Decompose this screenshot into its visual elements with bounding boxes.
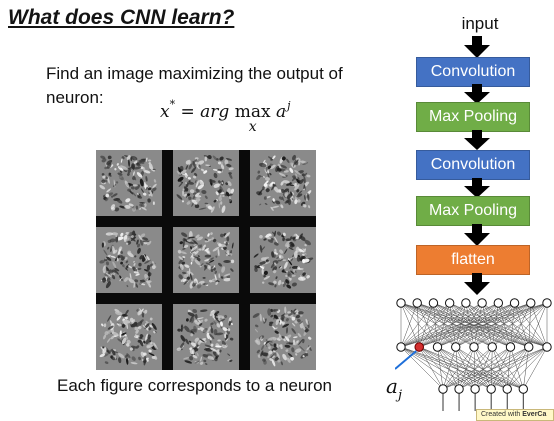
neuron-node (438, 384, 448, 394)
network-connections (400, 302, 548, 390)
watermark-prefix: Created with (481, 411, 521, 418)
neuron-node (477, 298, 487, 308)
layer-convolution-1: Convolution (416, 57, 530, 87)
layer-convolution-2: Convolution (416, 150, 530, 180)
formula-var: a (275, 102, 287, 122)
neuron-node (454, 384, 464, 394)
formula-lhs: x (160, 102, 170, 122)
caption-text: Each figure corresponds to a neuron (57, 376, 333, 395)
neuron-node (542, 298, 552, 308)
output-neuron-label: aj (386, 374, 402, 403)
neuron-node (509, 298, 520, 308)
neuron-node (428, 298, 439, 308)
neuron-node (486, 384, 496, 394)
pointer-arrow (395, 350, 417, 370)
filter-visualization-grid (96, 150, 316, 370)
neuron-node (432, 342, 443, 352)
arrow-down-icon (464, 273, 490, 295)
arrow-down-icon (464, 84, 490, 104)
neuron-node (526, 298, 536, 308)
filter-image (250, 304, 316, 370)
filter-image (250, 150, 316, 216)
neuron-node (396, 298, 406, 308)
neuron-node (412, 298, 422, 308)
layer-max-pooling-1: Max Pooling (416, 102, 530, 132)
arrow-down-icon (464, 130, 490, 150)
neuron-node (487, 342, 497, 352)
slide-title: What does CNN learn? (8, 6, 235, 29)
filter-image (96, 227, 162, 293)
neuron-node (518, 384, 529, 394)
arrow-down-icon (464, 36, 490, 58)
arrow-down-icon (464, 178, 490, 198)
neuron-node (469, 342, 479, 352)
filter-image (173, 304, 239, 370)
neuron-node (461, 298, 471, 308)
neuron-node (493, 298, 504, 308)
filter-image (173, 227, 239, 293)
formula-max-label: max (234, 102, 271, 122)
neuron-node (451, 342, 461, 352)
formula-arg: arg (200, 102, 230, 122)
description-text: Find an image maximizing the output of n… (46, 64, 343, 107)
formula-lhs-sup: * (169, 98, 176, 111)
formula-var-sup: j (287, 99, 291, 112)
formula-max-sub: x (248, 119, 257, 135)
filter-image (96, 304, 162, 370)
formula-eq: = (180, 102, 195, 122)
neuron-node (502, 384, 512, 394)
fully-connected-network (395, 298, 552, 411)
neuron-node (444, 298, 455, 308)
output-sub: j (397, 388, 402, 403)
layer-max-pooling-2: Max Pooling (416, 196, 530, 226)
arrow-down-icon (464, 224, 490, 246)
selected-neuron (414, 342, 424, 352)
neuron-node (542, 342, 552, 352)
neuron-node (470, 384, 480, 394)
filter-image (250, 227, 316, 293)
filter-image (96, 150, 162, 216)
output-var: a (386, 374, 398, 398)
neuron-node (396, 342, 406, 352)
neuron-node (505, 342, 516, 352)
neuron-node (524, 342, 534, 352)
watermark-brand: EverCa (522, 411, 547, 418)
layer-flatten: flatten (416, 245, 530, 275)
filter-image (173, 150, 239, 216)
input-label: input (461, 14, 499, 33)
watermark-badge: Created with EverCa (476, 409, 554, 421)
